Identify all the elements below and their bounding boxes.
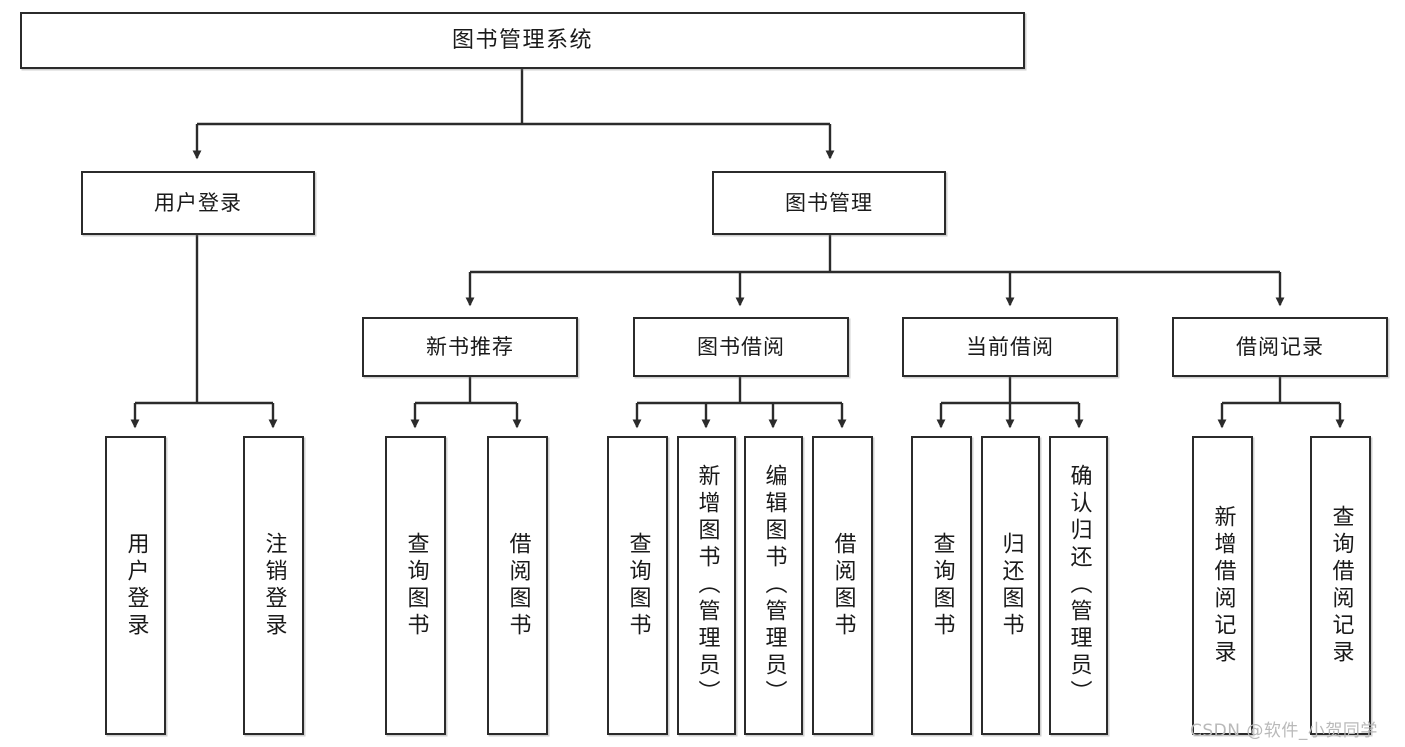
node-current-borrow[interactable]: 当前借阅 <box>902 317 1118 377</box>
node-label: 图书管理系统 <box>451 27 593 53</box>
node-label: 图书借阅 <box>697 334 785 359</box>
node-user-login[interactable]: 用户登录 <box>81 171 315 235</box>
node-label: 用户登录 <box>123 531 149 640</box>
leaf-user-login-login[interactable]: 用户登录 <box>105 436 166 735</box>
node-label: 确认归还（管理员） <box>1066 464 1092 707</box>
node-label: 新增借阅记录 <box>1210 504 1236 667</box>
node-label: 借阅图书 <box>505 531 531 640</box>
node-root-system[interactable]: 图书管理系统 <box>20 12 1025 69</box>
node-label: 借阅记录 <box>1236 334 1324 359</box>
leaf-borrow-record-query[interactable]: 查询借阅记录 <box>1310 436 1371 735</box>
node-label: 编辑图书（管理员） <box>761 464 787 707</box>
watermark-text: CSDN @软件_小贺同学 <box>1190 721 1378 741</box>
node-label: 当前借阅 <box>966 334 1054 359</box>
node-label: 查询图书 <box>403 531 429 640</box>
leaf-current-borrow-return[interactable]: 归还图书 <box>981 436 1040 735</box>
leaf-book-borrow-borrow[interactable]: 借阅图书 <box>812 436 873 735</box>
node-label: 用户登录 <box>154 190 242 215</box>
node-book-borrow[interactable]: 图书借阅 <box>633 317 849 377</box>
leaf-book-borrow-add[interactable]: 新增图书（管理员） <box>677 436 736 735</box>
leaf-user-login-logout[interactable]: 注销登录 <box>243 436 304 735</box>
node-label: 新增图书（管理员） <box>694 464 720 707</box>
node-borrow-record[interactable]: 借阅记录 <box>1172 317 1388 377</box>
leaf-book-borrow-edit[interactable]: 编辑图书（管理员） <box>744 436 803 735</box>
node-label: 查询借阅记录 <box>1328 504 1354 667</box>
node-label: 借阅图书 <box>830 531 856 640</box>
leaf-current-borrow-query[interactable]: 查询图书 <box>911 436 972 735</box>
leaf-new-book-borrow[interactable]: 借阅图书 <box>487 436 548 735</box>
leaf-current-borrow-confirm-return[interactable]: 确认归还（管理员） <box>1049 436 1108 735</box>
leaf-borrow-record-add[interactable]: 新增借阅记录 <box>1192 436 1253 735</box>
node-new-book-recommend[interactable]: 新书推荐 <box>362 317 578 377</box>
leaf-new-book-query[interactable]: 查询图书 <box>385 436 446 735</box>
node-label: 图书管理 <box>785 190 873 215</box>
node-label: 查询图书 <box>929 531 955 640</box>
leaf-book-borrow-query[interactable]: 查询图书 <box>607 436 668 735</box>
node-label: 注销登录 <box>261 531 287 640</box>
node-label: 查询图书 <box>625 531 651 640</box>
node-book-management[interactable]: 图书管理 <box>712 171 946 235</box>
node-label: 归还图书 <box>998 531 1024 640</box>
node-label: 新书推荐 <box>426 334 514 359</box>
